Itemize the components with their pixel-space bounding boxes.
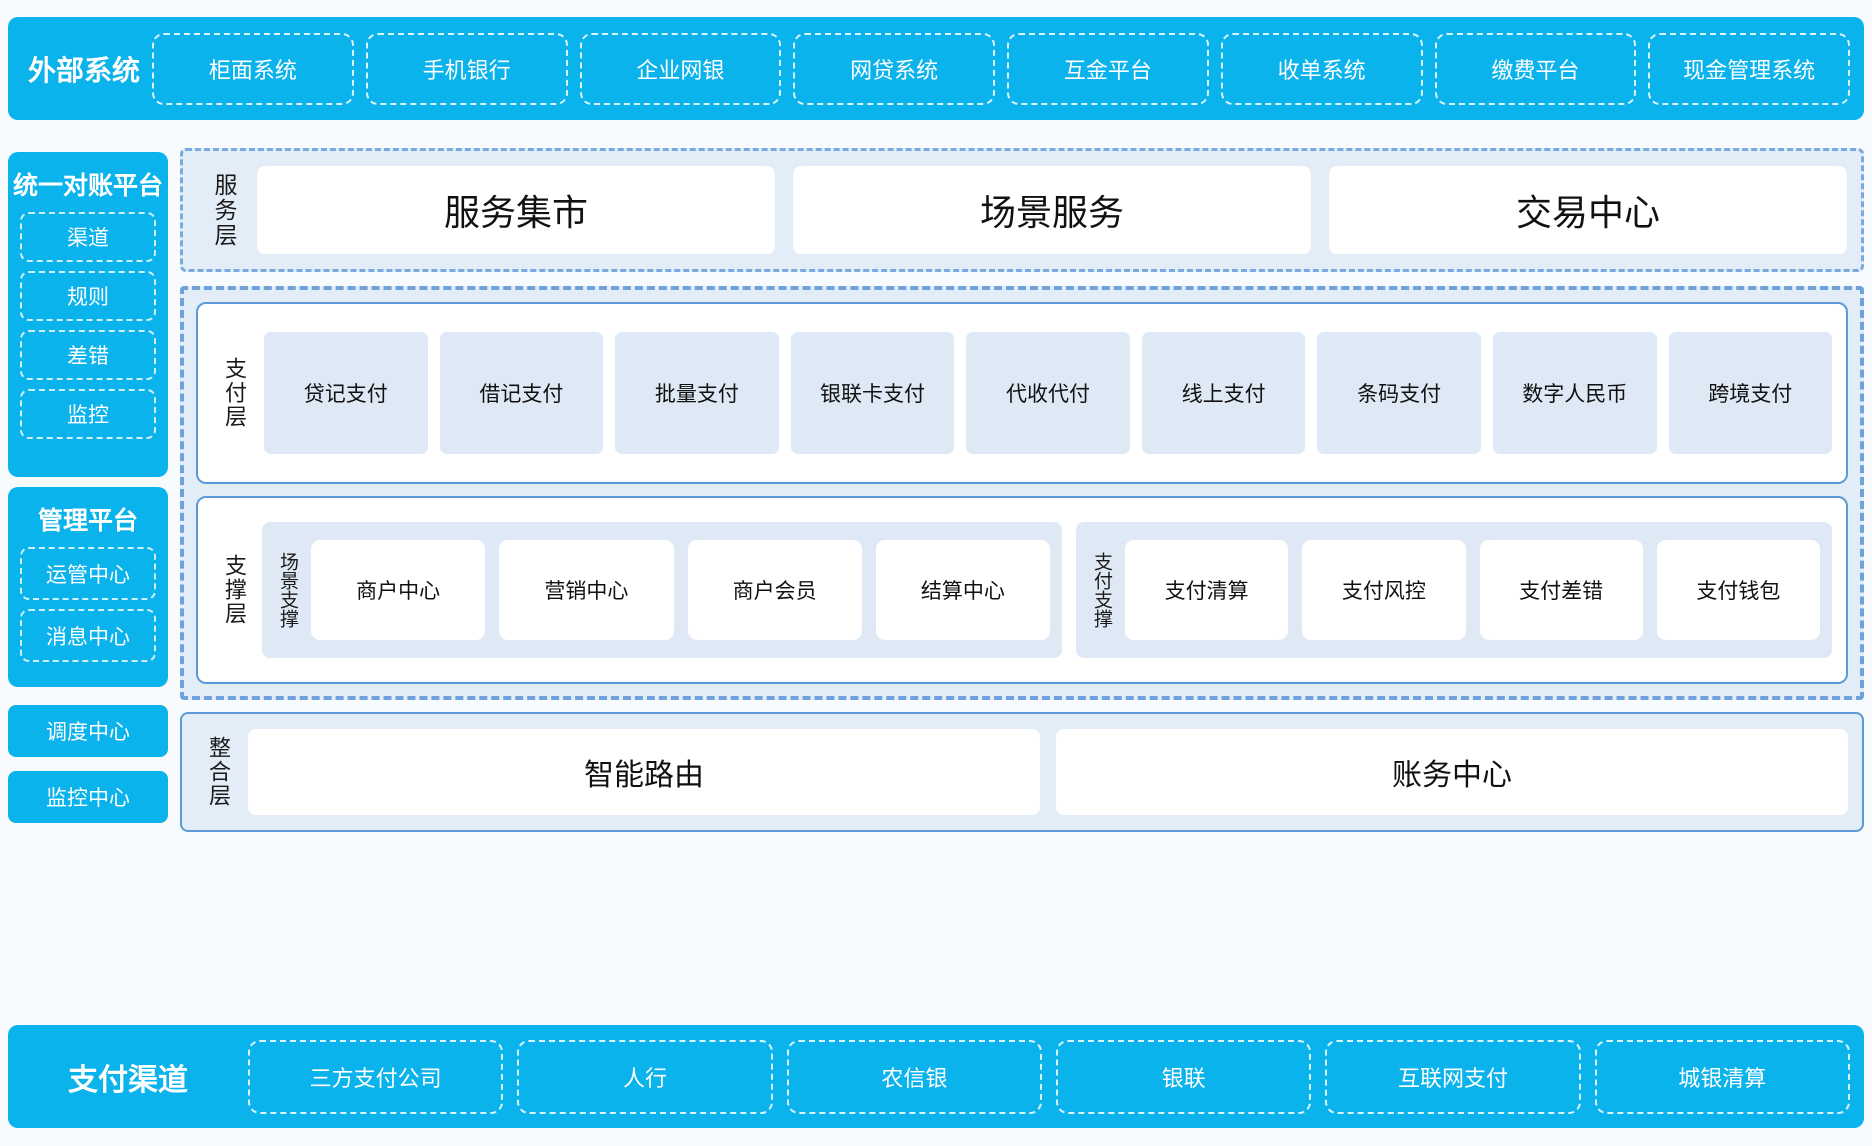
payment-layer-panel: 支付层 贷记支付 借记支付 批量支付 银联卡支付 代收代付 线上支付 条码支付 …: [196, 302, 1848, 484]
integration-layer-label: 整合层: [206, 736, 231, 808]
payment-layer-item[interactable]: 线上支付: [1141, 332, 1306, 454]
support-group-scene: 场景支撑 商户中心 营销中心 商户会员 结算中心: [262, 522, 1062, 658]
support-item[interactable]: 支付风控: [1302, 540, 1466, 640]
integration-layer-panel: 整合层 智能路由 账务中心: [180, 712, 1864, 832]
service-layer-label: 服务层: [211, 172, 237, 248]
payment-layer-item[interactable]: 银联卡支付: [790, 332, 955, 454]
recon-platform-item[interactable]: 规则: [20, 271, 156, 321]
support-group-scene-label: 场景支撑: [277, 552, 298, 628]
payment-layer-label: 支付层: [222, 357, 247, 429]
payment-channel-item[interactable]: 三方支付公司: [248, 1039, 504, 1114]
payment-layer-item[interactable]: 数字人民币: [1492, 332, 1657, 454]
support-item[interactable]: 支付钱包: [1656, 540, 1821, 640]
payment-layer-list: 贷记支付 借记支付 批量支付 银联卡支付 代收代付 线上支付 条码支付 数字人民…: [264, 332, 1833, 454]
recon-platform-title: 统一对账平台: [13, 172, 164, 200]
external-system-item[interactable]: 现金管理系统: [1648, 32, 1850, 105]
integration-layer-list: 智能路由 账务中心: [248, 729, 1848, 815]
external-system-item[interactable]: 网贷系统: [793, 32, 995, 105]
support-layer-panel: 支撑层 场景支撑 商户中心 营销中心 商户会员 结算中心 支付支撑 支付清算: [196, 496, 1848, 684]
support-item[interactable]: 结算中心: [875, 540, 1050, 640]
external-systems-band: 外部系统 柜面系统 手机银行 企业网银 网贷系统 互金平台 收单系统 缴费平台 …: [8, 17, 1864, 120]
payment-layer-item[interactable]: 贷记支付: [264, 332, 428, 454]
payment-channel-item[interactable]: 银联: [1055, 1039, 1312, 1114]
support-group-payment-list: 支付清算 支付风控 支付差错 支付钱包: [1124, 540, 1821, 640]
support-item[interactable]: 支付差错: [1479, 540, 1643, 640]
payment-layer-item[interactable]: 代收代付: [966, 332, 1130, 454]
support-layer-groups: 场景支撑 商户中心 营销中心 商户会员 结算中心 支付支撑 支付清算 支付风控 …: [262, 522, 1832, 658]
payment-layer-item[interactable]: 借记支付: [439, 332, 604, 454]
external-system-item[interactable]: 收单系统: [1220, 32, 1423, 105]
recon-platform-item[interactable]: 差错: [20, 330, 156, 380]
recon-platform-item[interactable]: 渠道: [20, 212, 156, 262]
payment-layer-item[interactable]: 条码支付: [1317, 332, 1481, 454]
payment-layer-item[interactable]: 跨境支付: [1668, 332, 1833, 454]
service-layer-panel: 服务层 服务集市 场景服务 交易中心: [180, 148, 1864, 272]
external-system-item[interactable]: 互金平台: [1007, 32, 1209, 105]
integration-layer-item[interactable]: 智能路由: [248, 729, 1040, 815]
mgmt-platform-card: 管理平台 运管中心 消息中心: [8, 487, 168, 687]
support-item[interactable]: 商户会员: [687, 540, 862, 640]
integration-layer-item[interactable]: 账务中心: [1056, 729, 1848, 815]
external-system-item[interactable]: 柜面系统: [152, 32, 354, 105]
service-layer-item[interactable]: 交易中心: [1329, 166, 1847, 254]
mgmt-platform-title: 管理平台: [37, 507, 138, 535]
payment-channels-band: 支付渠道 三方支付公司 人行 农信银 银联 互联网支付 城银清算: [8, 1025, 1864, 1128]
service-layer-item[interactable]: 场景服务: [793, 166, 1311, 254]
external-systems-title: 外部系统: [27, 54, 140, 86]
support-item[interactable]: 营销中心: [499, 540, 674, 640]
external-system-item[interactable]: 缴费平台: [1434, 32, 1637, 105]
payment-channels-title: 支付渠道: [68, 1063, 188, 1097]
payment-channel-item[interactable]: 互联网支付: [1325, 1039, 1581, 1114]
support-item[interactable]: 支付清算: [1124, 540, 1289, 640]
mgmt-platform-item[interactable]: 消息中心: [20, 609, 156, 662]
support-group-payment: 支付支撑 支付清算 支付风控 支付差错 支付钱包: [1075, 522, 1832, 658]
sidebar-item-monitor-center[interactable]: 监控中心: [8, 771, 168, 823]
payment-channel-item[interactable]: 农信银: [786, 1039, 1042, 1114]
support-group-scene-list: 商户中心 营销中心 商户会员 结算中心: [311, 540, 1050, 640]
service-layer-item[interactable]: 服务集市: [257, 166, 775, 254]
sidebar-item-dispatch-center[interactable]: 调度中心: [8, 705, 168, 757]
support-group-payment-label: 支付支撑: [1090, 552, 1112, 628]
support-layer-label: 支撑层: [222, 554, 247, 626]
external-system-item[interactable]: 手机银行: [365, 32, 568, 105]
payment-layer-item[interactable]: 批量支付: [615, 332, 779, 454]
service-layer-list: 服务集市 场景服务 交易中心: [257, 166, 1847, 254]
payment-channel-item[interactable]: 人行: [517, 1039, 773, 1114]
recon-platform-item[interactable]: 监控: [20, 389, 156, 439]
mgmt-platform-item[interactable]: 运管中心: [20, 547, 156, 600]
recon-platform-card: 统一对账平台 渠道 规则 差错 监控: [8, 152, 168, 477]
payment-channel-item[interactable]: 城银清算: [1594, 1039, 1850, 1114]
external-system-item[interactable]: 企业网银: [579, 32, 782, 105]
external-systems-list: 柜面系统 手机银行 企业网银 网贷系统 互金平台 收单系统 缴费平台 现金管理系…: [152, 32, 1850, 105]
core-layers-wrapper: 支付层 贷记支付 借记支付 批量支付 银联卡支付 代收代付 线上支付 条码支付 …: [180, 286, 1864, 700]
payment-channels-list: 三方支付公司 人行 农信银 银联 互联网支付 城银清算: [248, 1039, 1850, 1114]
support-item[interactable]: 商户中心: [311, 540, 486, 640]
